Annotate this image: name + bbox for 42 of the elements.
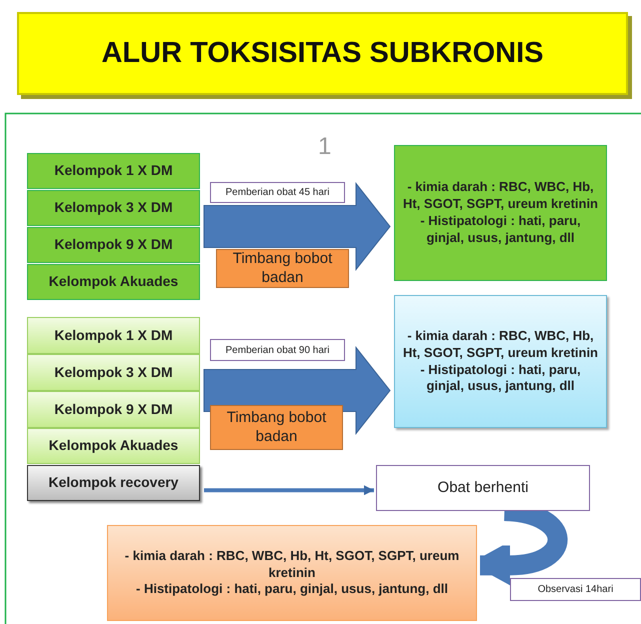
- weigh-box: [216, 249, 349, 288]
- stop-box: [376, 465, 590, 511]
- node-text: Kelompok Akuades: [48, 273, 178, 291]
- node-text: Kelompok 3 X DM: [54, 364, 173, 382]
- weigh-box: [210, 405, 343, 450]
- block-arrow: [204, 182, 391, 271]
- result-box: [107, 525, 477, 621]
- node-text: - kimia darah : RBC, WBC, Hb, Ht, SGOT, SGPT, ureum kretinin: [124, 548, 460, 582]
- node-text: - Histipatologi : hati, paru, ginjal, usus, jantung, dll: [136, 581, 448, 598]
- group-box: [27, 153, 200, 189]
- node-text: Kelompok 3 X DM: [54, 199, 173, 217]
- group-box: [27, 465, 200, 501]
- duration-box: [510, 578, 641, 601]
- group-box: [27, 391, 200, 428]
- node-text: Obat berhenti: [438, 478, 528, 498]
- node-text: Observasi 14hari: [538, 583, 614, 596]
- group-box: [27, 190, 200, 226]
- node-text: Kelompok 1 X DM: [54, 162, 173, 180]
- result-box: [394, 145, 607, 281]
- node-text: - Histipatologi : hati, paru, ginjal, usus, jantung, dll: [419, 362, 582, 396]
- group-box: [27, 317, 200, 354]
- node-text: Pemberian obat 45 hari: [226, 186, 330, 199]
- result-box: [394, 295, 607, 428]
- node-text: Kelompok recovery: [48, 474, 178, 492]
- group-box: [27, 264, 200, 300]
- group-box: [27, 227, 200, 263]
- node-text: Kelompok 9 X DM: [54, 236, 173, 254]
- node-text: Pemberian obat 90 hari: [226, 344, 330, 356]
- arrow: [204, 485, 374, 496]
- node-text: - Histipatologi : hati, paru, ginjal, usus, jantung, dll: [419, 213, 582, 247]
- node-text: - kimia darah : RBC, WBC, Hb, Ht, SGOT, SGPT, ureum kretinin: [402, 179, 600, 213]
- step-number: 1: [318, 133, 332, 161]
- node-text: Kelompok Akuades: [48, 437, 178, 455]
- group-box: [27, 428, 200, 464]
- node-text: - kimia darah : RBC, WBC, Hb, Ht, SGOT, SGPT, ureum kretinin: [402, 328, 600, 362]
- duration-box: [210, 182, 345, 203]
- node-text: Timbang bobot badan: [226, 408, 328, 446]
- node-text: Kelompok 9 X DM: [54, 400, 173, 418]
- group-box: [27, 354, 200, 391]
- node-text: Timbang bobot badan: [232, 250, 334, 288]
- duration-box: [210, 339, 345, 361]
- node-text: Kelompok 1 X DM: [54, 326, 173, 344]
